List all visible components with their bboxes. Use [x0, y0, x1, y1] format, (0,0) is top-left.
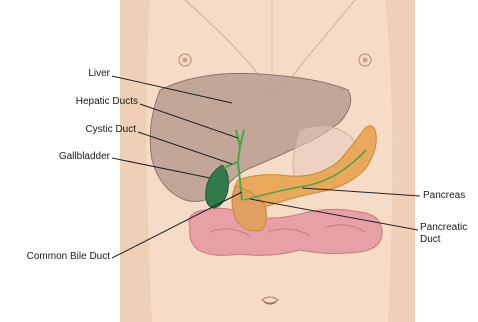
label-pancreas: Pancreas [423, 190, 465, 202]
left-nipple-center [183, 58, 188, 63]
label-pancreatic-duct-line1: Pancreatic [420, 222, 467, 234]
label-hepatic-ducts: Hepatic Ducts [76, 96, 138, 108]
label-cystic-duct: Cystic Duct [85, 124, 136, 136]
label-common-bile-duct: Common Bile Duct [27, 251, 110, 263]
right-nipple-center [363, 58, 368, 63]
label-pancreatic-duct-line2: Duct [420, 234, 441, 246]
label-liver: Liver [88, 68, 110, 80]
label-gallbladder: Gallbladder [59, 151, 110, 163]
